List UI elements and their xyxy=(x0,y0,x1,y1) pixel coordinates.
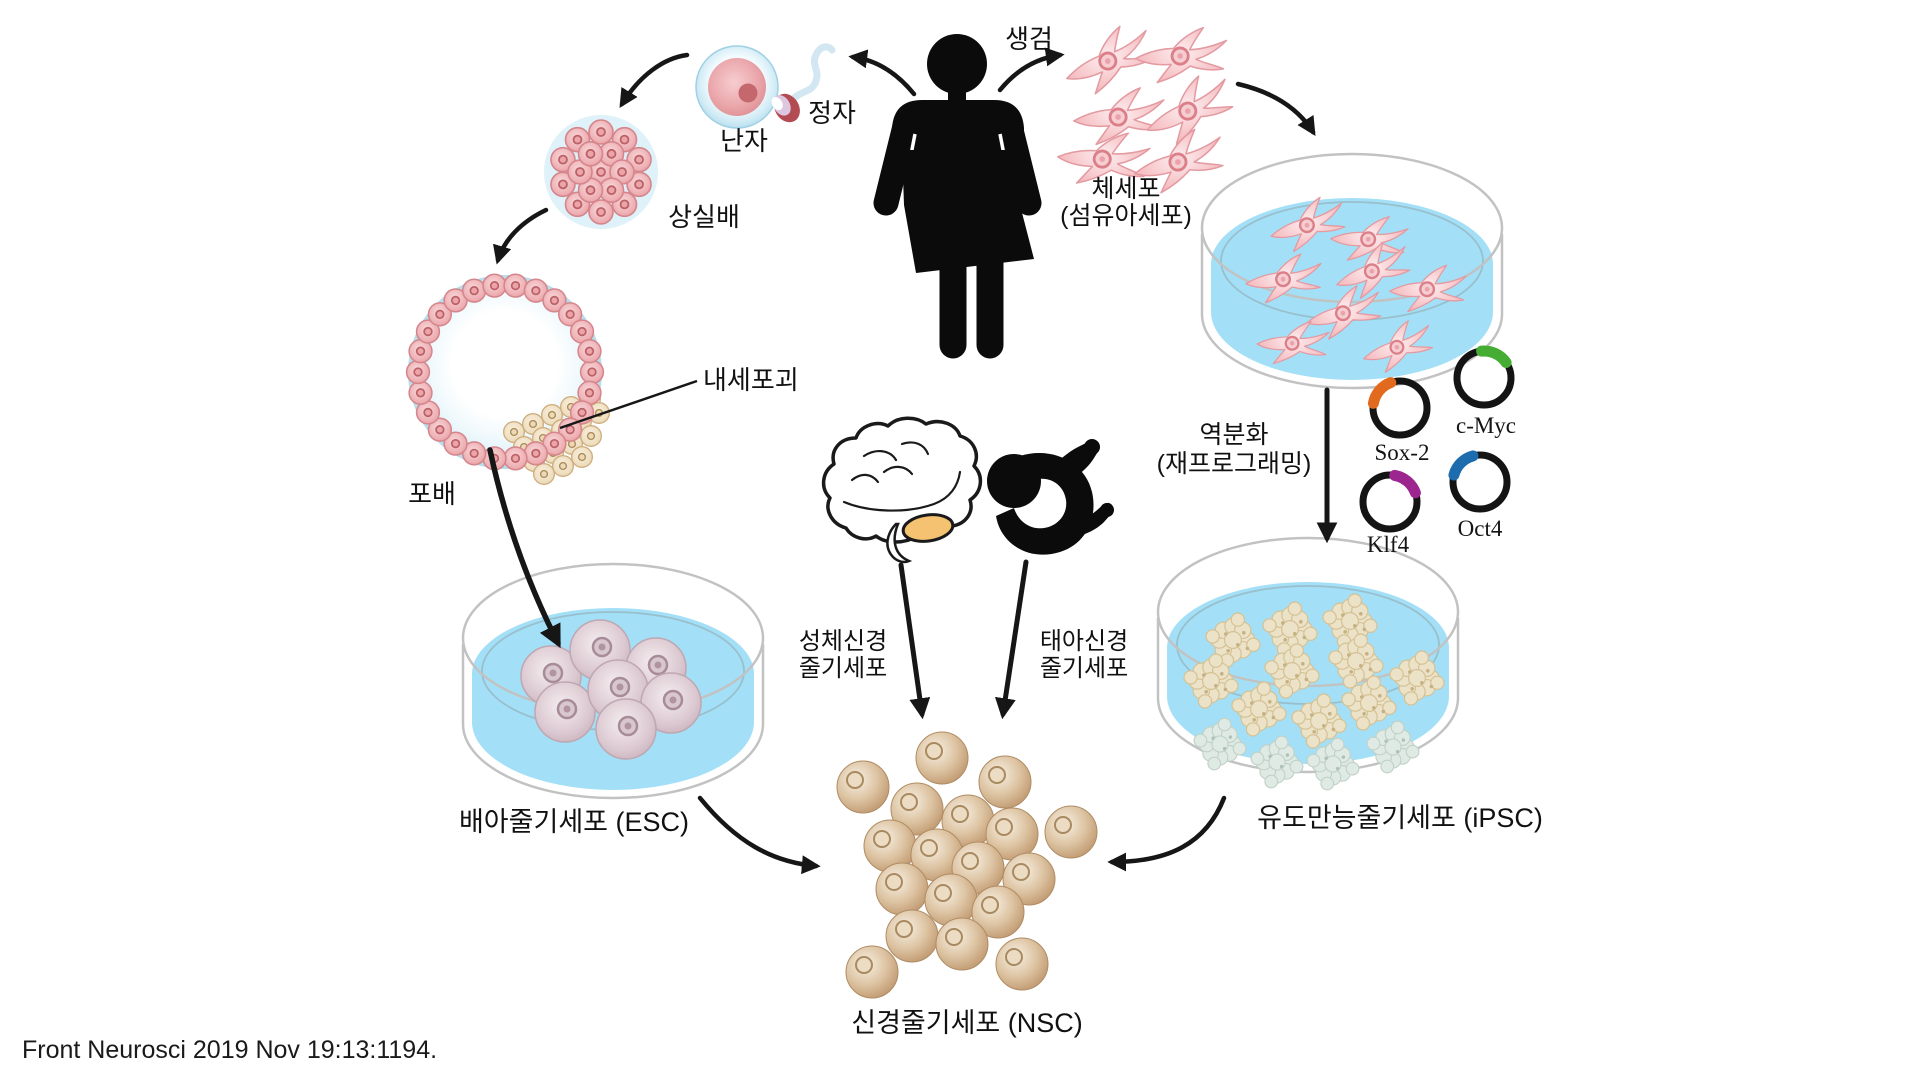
cellPink-instance xyxy=(408,380,433,406)
arrow-esc-to-nsc xyxy=(697,795,821,875)
fib-instance xyxy=(1131,17,1231,93)
cellTan-instance xyxy=(532,462,556,486)
blastocyst-icon xyxy=(405,273,611,486)
arrow-blastocyst-to-esc xyxy=(487,447,561,649)
nscCell-instance xyxy=(885,909,939,963)
reprogramming-label-line1: 역분화 xyxy=(1199,421,1268,449)
klf4-label: Klf4 xyxy=(1367,532,1410,557)
cellPink-instance xyxy=(523,441,549,466)
nscCell-instance xyxy=(995,937,1049,991)
somatic-label-line1: 체세포 xyxy=(1091,175,1160,203)
arrow-human-to-egg xyxy=(848,49,917,97)
klf4-insert xyxy=(1389,469,1421,499)
adult-nsc-line2: 줄기세포 xyxy=(799,655,887,682)
nscCell-instance xyxy=(915,731,969,785)
nsc-label: 신경줄기세포 (NSC) xyxy=(851,1008,1083,1038)
cmyc-insert xyxy=(1476,345,1512,368)
ipsc-dish xyxy=(1156,536,1460,791)
nscCell-instance xyxy=(1044,805,1098,859)
oct4-label: Oct4 xyxy=(1458,516,1503,541)
plasmid-cmyc: c-Myc xyxy=(1453,345,1516,438)
cellPink-instance xyxy=(577,338,602,364)
arrow-morula-to-blastocyst xyxy=(493,207,549,265)
plasmid-klf4: Klf4 xyxy=(1359,469,1421,557)
fetus-icon xyxy=(987,439,1114,555)
cellPink-instance xyxy=(577,140,604,167)
nscCell-instance xyxy=(836,760,890,814)
somatic-cells-label: 체세포 (섬유아세포) xyxy=(1060,175,1192,230)
cellPink-instance xyxy=(579,359,605,385)
fetal-nsc-line2: 줄기세포 xyxy=(1040,655,1128,682)
fibroblast-dish xyxy=(1200,152,1504,390)
sox2-insert xyxy=(1367,377,1397,409)
esc-label: 배아줄기세포 (ESC) xyxy=(459,807,689,837)
arrow-ipsc-to-nsc xyxy=(1107,795,1227,872)
sperm-label: 정자 xyxy=(808,98,856,128)
biopsy-label: 생검 xyxy=(1005,24,1053,54)
flow-arrows xyxy=(487,47,1338,875)
plasmid-sox2: Sox-2 xyxy=(1367,377,1431,465)
cellPink-instance xyxy=(461,278,487,303)
adult-nsc-label: 성체신경 줄기세포 xyxy=(799,628,887,682)
somatic-label-line2: (섬유아세포) xyxy=(1060,202,1192,230)
nsc-cluster xyxy=(836,731,1098,999)
egg-label: 난자 xyxy=(720,126,768,156)
citation-text: Front Neurosci 2019 Nov 19:13:1194. xyxy=(22,1036,437,1064)
brain-icon xyxy=(821,416,983,564)
cmyc-label: c-Myc xyxy=(1456,413,1516,438)
nscCell-instance xyxy=(978,755,1032,809)
fetal-nsc-line1: 태아신경 xyxy=(1040,628,1128,655)
escCell-instance xyxy=(594,697,658,761)
egg-cell-icon xyxy=(695,45,779,129)
arrow-brain-to-nsc xyxy=(898,562,931,720)
arrow-human-to-fibroblasts xyxy=(997,47,1065,93)
arrow-egg-to-morula xyxy=(619,52,690,109)
plasmid-oct4: Oct4 xyxy=(1448,450,1511,541)
ipsc-label: 유도만능줄기세포 (iPSC) xyxy=(1257,803,1543,833)
inner-cell-mass-label: 내세포괴 xyxy=(703,365,799,395)
fibroblast-cluster xyxy=(1051,17,1240,200)
cellTan-instance xyxy=(551,454,575,478)
adult-nsc-line1: 성체신경 xyxy=(799,628,887,655)
morula-label: 상실배 xyxy=(668,202,740,232)
blastocyst-label: 포배 xyxy=(408,479,456,509)
cerebellum xyxy=(901,513,955,543)
human-female-silhouette xyxy=(873,34,1042,359)
sperm-icon xyxy=(771,43,836,123)
arrow-fetus-to-nsc xyxy=(994,559,1029,720)
nscCell-instance xyxy=(935,917,989,971)
icm-pointer-line xyxy=(559,379,698,430)
reprogramming-label: 역분화 (재프로그래밍) xyxy=(1157,421,1312,478)
cellPink-instance xyxy=(405,359,431,385)
morula-icon xyxy=(544,115,658,229)
esc-dish xyxy=(461,562,765,800)
sox2-label: Sox-2 xyxy=(1375,440,1430,465)
cellPink-instance xyxy=(588,199,614,225)
escCell-instance xyxy=(533,680,597,744)
plasmids: Sox-2 c-Myc Klf4 Oct4 xyxy=(1359,345,1516,557)
fetal-nsc-label: 태아신경 줄기세포 xyxy=(1040,628,1128,682)
oct4-insert xyxy=(1448,450,1479,481)
nscCell-instance xyxy=(845,945,899,999)
cellTan-instance xyxy=(579,424,603,448)
cellTan-instance xyxy=(570,445,594,469)
cellPink-instance xyxy=(503,273,528,298)
cellPink-instance xyxy=(588,119,614,145)
nscCell-instance xyxy=(924,873,978,927)
arrow-fibroblasts-to-dish xyxy=(1235,81,1316,137)
reprogramming-label-line2: (재프로그래밍) xyxy=(1157,450,1312,478)
cellPink-instance xyxy=(503,446,528,471)
nscCell-instance xyxy=(875,862,929,916)
cellPink-instance xyxy=(482,273,507,298)
